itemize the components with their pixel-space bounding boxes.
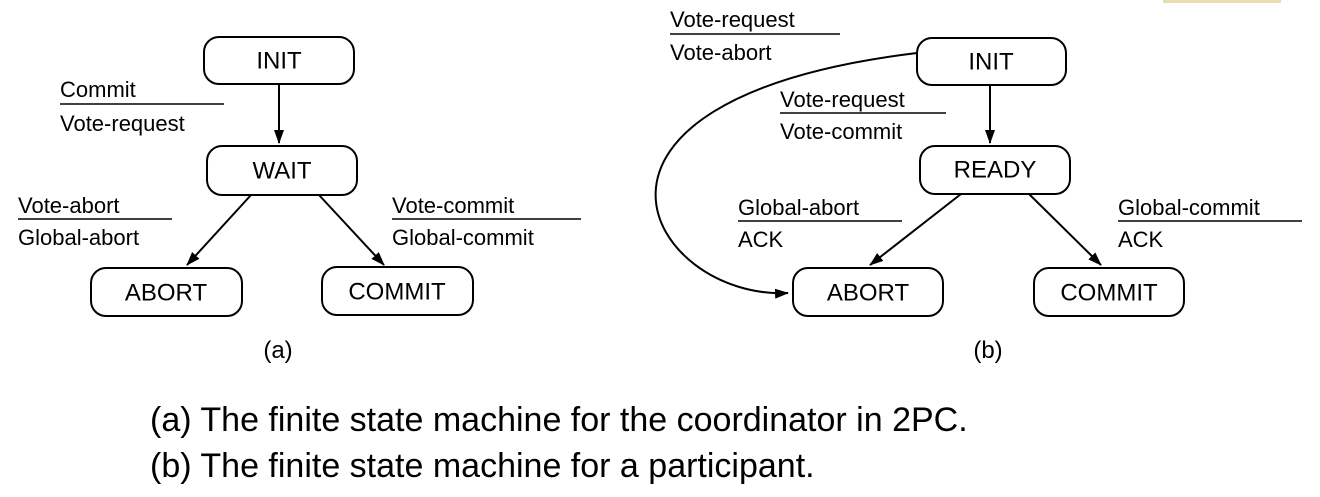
label-a-wait-commit-action: Global-commit [392, 225, 534, 250]
sublabel-a: (a) [263, 337, 292, 364]
state-b-ready: READY [919, 145, 1071, 195]
state-b-commit-label: COMMIT [1060, 280, 1158, 307]
state-b-abort: ABORT [792, 267, 944, 317]
label-a-wait-commit-event: Vote-commit [392, 193, 514, 218]
edge-b-ready-commit [1028, 193, 1102, 266]
edge-a-wait-abort [186, 194, 252, 266]
label-b-ready-commit: Global-commit ACK [1118, 195, 1302, 252]
label-b-ready-abort: Global-abort ACK [738, 195, 902, 252]
state-a-wait: WAIT [206, 145, 358, 196]
state-a-wait-label: WAIT [252, 158, 311, 185]
label-b-ready-abort-action: ACK [738, 227, 784, 252]
accent-strip [1163, 0, 1281, 3]
edge-b-ready-abort [869, 193, 962, 266]
label-b-init-ready: Vote-request Vote-commit [780, 87, 946, 144]
state-b-init: INIT [916, 37, 1067, 86]
state-a-abort-label: ABORT [125, 280, 208, 307]
label-a-init-wait-event: Commit [60, 77, 136, 102]
state-b-init-label: INIT [968, 49, 1014, 76]
label-a-wait-abort: Vote-abort Global-abort [18, 193, 172, 250]
label-a-wait-commit: Vote-commit Global-commit [392, 193, 581, 250]
state-machine-diagrams: INIT WAIT ABORT COMMIT Commit Vote-reque… [18, 7, 1302, 364]
state-b-abort-label: ABORT [827, 280, 910, 307]
caption-line-b: (b) The finite state machine for a parti… [150, 447, 815, 485]
state-a-init: INIT [203, 36, 355, 85]
label-b-init-abort-event: Vote-request [670, 7, 795, 32]
label-b-init-ready-event: Vote-request [780, 87, 905, 112]
label-b-ready-commit-event: Global-commit [1118, 195, 1260, 220]
label-b-ready-abort-event: Global-abort [738, 195, 859, 220]
label-b-init-abort-action: Vote-abort [670, 40, 772, 65]
label-a-init-wait: Commit Vote-request [60, 77, 224, 136]
label-a-wait-abort-action: Global-abort [18, 225, 139, 250]
state-a-commit: COMMIT [321, 266, 474, 316]
edge-b-init-abort [654, 52, 918, 299]
state-a-init-label: INIT [256, 48, 302, 75]
diagram-a: INIT WAIT ABORT COMMIT Commit Vote-reque… [18, 36, 581, 364]
state-a-abort: ABORT [90, 267, 243, 317]
diagram-b: INIT READY ABORT COMMIT Vote-request Vot… [654, 7, 1302, 364]
label-a-wait-abort-event: Vote-abort [18, 193, 120, 218]
state-a-commit-label: COMMIT [348, 279, 446, 306]
label-b-init-ready-action: Vote-commit [780, 119, 902, 144]
label-b-init-abort: Vote-request Vote-abort [670, 7, 840, 65]
state-b-ready-label: READY [954, 157, 1037, 184]
state-b-commit: COMMIT [1033, 267, 1185, 317]
caption-line-a: (a) The finite state machine for the coo… [150, 401, 968, 439]
sublabel-b: (b) [973, 337, 1002, 364]
label-a-init-wait-action: Vote-request [60, 111, 185, 136]
label-b-ready-commit-action: ACK [1118, 227, 1164, 252]
edge-a-wait-commit [318, 194, 385, 266]
